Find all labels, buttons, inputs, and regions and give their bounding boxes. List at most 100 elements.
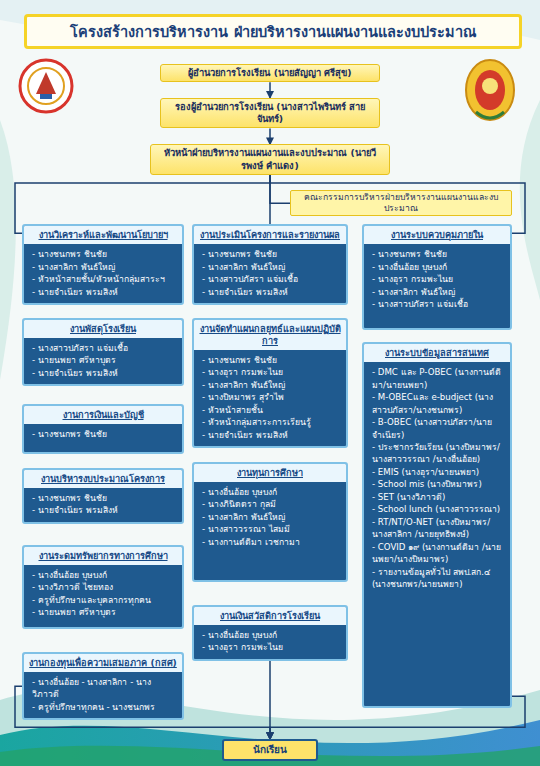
member-item: - หัวหน้ากลุ่มสาระการเรียนรู้ xyxy=(202,416,340,428)
member-item: - นางอื่นอ้อย - นางสาลิกา - นางวิภาวดี xyxy=(32,676,176,701)
box-label: นักเรียน xyxy=(228,743,312,756)
right-blob xyxy=(520,100,540,300)
admin-box: หัวหน้าฝ่ายบริหารงานแผนงานและงบประมาณ (น… xyxy=(150,144,390,174)
member-item: - นางอื่นอ้อย บุษบงก์ xyxy=(202,486,340,498)
task-heading: งานระดมทรัพยากรทางการศึกษา xyxy=(24,547,182,565)
member-item: - นางสาลิกา พันธ์ใหญ่ xyxy=(372,286,504,298)
member-item: - นายจำเนียร พรมสิงห์ xyxy=(202,429,340,441)
task-box: งานบริหารงบประมาณโครงการ- นางชนกพร ชินชั… xyxy=(22,468,184,524)
task-box: งานเงินสวัสดิการโรงเรียน- นางอื่นอ้อย บุ… xyxy=(192,605,348,661)
member-item: - RT/NT/O-NET (นางปิหมาพร/นางสาลิกา /นาย… xyxy=(372,516,504,541)
member-list: - นางสาวปภัสรา แจ่มเชื้อ- นายนพยา ศรีหาบ… xyxy=(24,338,182,384)
member-item: - นางอื่นอ้อย บุษบงก์ xyxy=(372,261,504,273)
member-item: - รายงานข้อมูลทั่วไป สพป.สก.๔ (นางชนกพร/… xyxy=(372,566,504,591)
member-list: - นางอื่นอ้อย บุษบงก์- นางภินิดตรา กุลมี… xyxy=(194,482,346,553)
member-item: - นางชนกพร ชินชัย xyxy=(32,492,176,504)
box-label: คณะกรรมการบริหารฝ่ายบริหารงานแผนงานและงบ… xyxy=(297,192,505,214)
title-banner: โครงสร้างการบริหารงาน ฝ่ายบริหารงานแผนงา… xyxy=(24,14,522,49)
member-item: - นางอุรา กรมพะไนย xyxy=(202,366,340,378)
member-item: - นางสาลิกา พันธ์ใหญ่ xyxy=(202,379,340,391)
task-heading: งานประเมินโครงการและรายงานผล xyxy=(194,226,346,244)
task-box: งานการเงินและบัญชี - นางชนกพร ชินชัย xyxy=(22,404,184,454)
member-item: - นางสาวปภัสรา แจ่มเชื้อ xyxy=(202,273,340,285)
member-item: - M-OBECและ e-budject (นางสาวปภัสรา/นางช… xyxy=(372,391,504,416)
member-item: - นายนพยา ศรีหาบุตร xyxy=(32,606,176,618)
member-item: - นางชนกพร ชินชัย xyxy=(32,428,176,440)
task-box: งานประเมินโครงการและรายงานผล- นางชนกพร ช… xyxy=(192,224,348,305)
member-item: - ครูที่ปรึกษาและบุคลากรทุกคน xyxy=(32,594,176,606)
member-item: - นายจำเนียร พรมสิงห์ xyxy=(32,367,176,379)
committee-box: คณะกรรมการบริหารฝ่ายบริหารงานแผนงานและงบ… xyxy=(290,190,512,216)
member-item: - School mis (นางปิหมาพร) xyxy=(372,478,504,490)
task-heading: งานทุนการศึกษา xyxy=(194,464,346,482)
member-item: - นายนพยา ศรีหาบุตร xyxy=(32,354,176,366)
member-list: - นางชนกพร ชินชัย- นางสาลิกา พันธ์ใหญ่- … xyxy=(24,244,182,303)
member-item: - นางชนกพร ชินชัย xyxy=(202,248,340,260)
member-item: - นางสาวปภัสรา แจ่มเชื้อ xyxy=(372,298,504,310)
task-heading: งานพัสดุโรงเรียน xyxy=(24,320,182,338)
emblem-right xyxy=(466,60,514,120)
member-item: - SET (นางวิภาวดี) xyxy=(372,491,504,503)
title-text: โครงสร้างการบริหารงาน ฝ่ายบริหารงานแผนงา… xyxy=(70,24,475,40)
member-list: - นางชนกพร ชินชัย- นางอื่นอ้อย บุษบงก์- … xyxy=(364,244,510,315)
left-blob xyxy=(0,120,16,380)
member-item: - B-OBEC (นางสาวปภัสรา/นายจำเนียร) xyxy=(372,416,504,441)
member-list: - นางชนกพร ชินชัย- นางสาลิกา พันธ์ใหญ่- … xyxy=(194,244,346,303)
member-item: - นางชนกพร ชินชัย xyxy=(32,248,176,260)
task-heading: งานจัดทำแผนกลยุทธ์และแผนปฏิบัติการ xyxy=(194,320,346,350)
member-item: - นางชนกพร ชินชัย xyxy=(202,354,340,366)
task-box: งานระบบข้อมูลสารสนเทศ- DMC และ P-OBEC (น… xyxy=(362,342,512,708)
task-box: งานกองทุนเพื่อความเสมอภาค (กสศ)- นางอื่น… xyxy=(22,652,184,720)
task-heading: งานการเงินและบัญชี xyxy=(24,406,182,424)
box-label: ผู้อำนวยการโรงเรียน (นายสัญญา ศรีสุข) xyxy=(167,67,373,79)
member-item: - นางชนกพร ชินชัย xyxy=(372,248,504,260)
admin-box: ผู้อำนวยการโรงเรียน (นายสัญญา ศรีสุข) xyxy=(160,64,380,82)
task-box: งานระบบควบคุมภายใน- นางชนกพร ชินชัย- นาง… xyxy=(362,224,512,330)
task-box: งานวิเคราะห์และพัฒนานโยบายฯ- นางชนกพร ชิ… xyxy=(22,224,184,305)
member-item: - ครูที่ปรึกษาทุกคน - นางชนกพร xyxy=(32,701,176,713)
member-item: - นางอุรา กรมพะไนย xyxy=(372,273,504,285)
member-item: - School lunch (นางสาววรรณา) xyxy=(372,503,504,515)
member-list: - นางชนกพร ชินชัย- นายจำเนียร พรมสิงห์ xyxy=(24,488,182,522)
box-label: รองผู้อำนวยการโรงเรียน (นางสาวไพรินทร์ ส… xyxy=(167,101,373,125)
task-heading: งานกองทุนเพื่อความเสมอภาค (กสศ) xyxy=(24,654,182,672)
member-item: - นางสาลิกา พันธ์ใหญ่ xyxy=(202,261,340,273)
member-list: - นางอื่นอ้อย - นางสาลิกา - นางวิภาวดี- … xyxy=(24,672,182,718)
task-heading: งานวิเคราะห์และพัฒนานโยบายฯ xyxy=(24,226,182,244)
member-item: - COVID ๑๙ (นางกานต์ติมา /นายนพยา/นางปิห… xyxy=(372,541,504,566)
member-item: - EMIS (นางอุรา/นายนพยา) xyxy=(372,466,504,478)
admin-box: รองผู้อำนวยการโรงเรียน (นางสาวไพรินทร์ ส… xyxy=(160,98,380,128)
box-label: หัวหน้าฝ่ายบริหารงานแผนงานและงบประมาณ (น… xyxy=(157,147,383,171)
member-list: - นางชนกพร ชินชัย xyxy=(24,424,182,445)
member-item: - นายจำเนียร พรมสิงห์ xyxy=(32,286,176,298)
connector xyxy=(270,175,290,203)
member-item: - หัวหน้าสายชั้น/หัวหน้ากลุ่มสาระฯ xyxy=(32,273,176,285)
member-item: - ประชากรวัยเรียน (นางปิหมาพร/นางสาววรรณ… xyxy=(372,441,504,466)
member-item: - นายจำเนียร พรมสิงห์ xyxy=(32,504,176,516)
task-box: งานพัสดุโรงเรียน- นางสาวปภัสรา แจ่มเชื้อ… xyxy=(22,318,184,386)
member-item: - นางสาววรรณา ไสมมี xyxy=(202,523,340,535)
task-heading: งานระบบข้อมูลสารสนเทศ xyxy=(364,344,510,362)
task-heading: งานเงินสวัสดิการโรงเรียน xyxy=(194,607,346,625)
member-item: - นายจำเนียร พรมสิงห์ xyxy=(202,286,340,298)
member-item: - นางอื่นอ้อย บุษบงก์ xyxy=(202,629,340,641)
member-list: - DMC และ P-OBEC (นางกานต์ติมา/นายนพยา)-… xyxy=(364,362,510,595)
member-item: - นางภินิดตรา กุลมี xyxy=(202,498,340,510)
task-box: งานจัดทำแผนกลยุทธ์และแผนปฏิบัติการ- นางช… xyxy=(192,318,348,448)
member-item: - หัวหน้าสายชั้น xyxy=(202,404,340,416)
member-list: - นางอื่นอ้อย บุษบงก์- นางวิภาวดี ไชยทอง… xyxy=(24,565,182,624)
member-item: - นางสาลิกา พันธ์ใหญ่ xyxy=(32,261,176,273)
member-item: - นางกานต์ติมา เวชกามา xyxy=(202,536,340,548)
member-item: - นางอุรา กรมพะไนย xyxy=(202,641,340,653)
member-item: - นางวิภาวดี ไชยทอง xyxy=(32,581,176,593)
task-heading: งานบริหารงบประมาณโครงการ xyxy=(24,470,182,488)
task-box: งานระดมทรัพยากรทางการศึกษา- นางอื่นอ้อย … xyxy=(22,545,184,629)
member-list: - นางอื่นอ้อย บุษบงก์- นางอุรา กรมพะไนย xyxy=(194,625,346,659)
school-logo-left xyxy=(20,60,72,112)
member-item: - นางปิหมาพร สุรำไพ xyxy=(202,391,340,403)
member-item: - นางอื่นอ้อย บุษบงก์ xyxy=(32,569,176,581)
member-item: - DMC และ P-OBEC (นางกานต์ติมา/นายนพยา) xyxy=(372,366,504,391)
member-list: - นางชนกพร ชินชัย- นางอุรา กรมพะไนย- นาง… xyxy=(194,350,346,446)
